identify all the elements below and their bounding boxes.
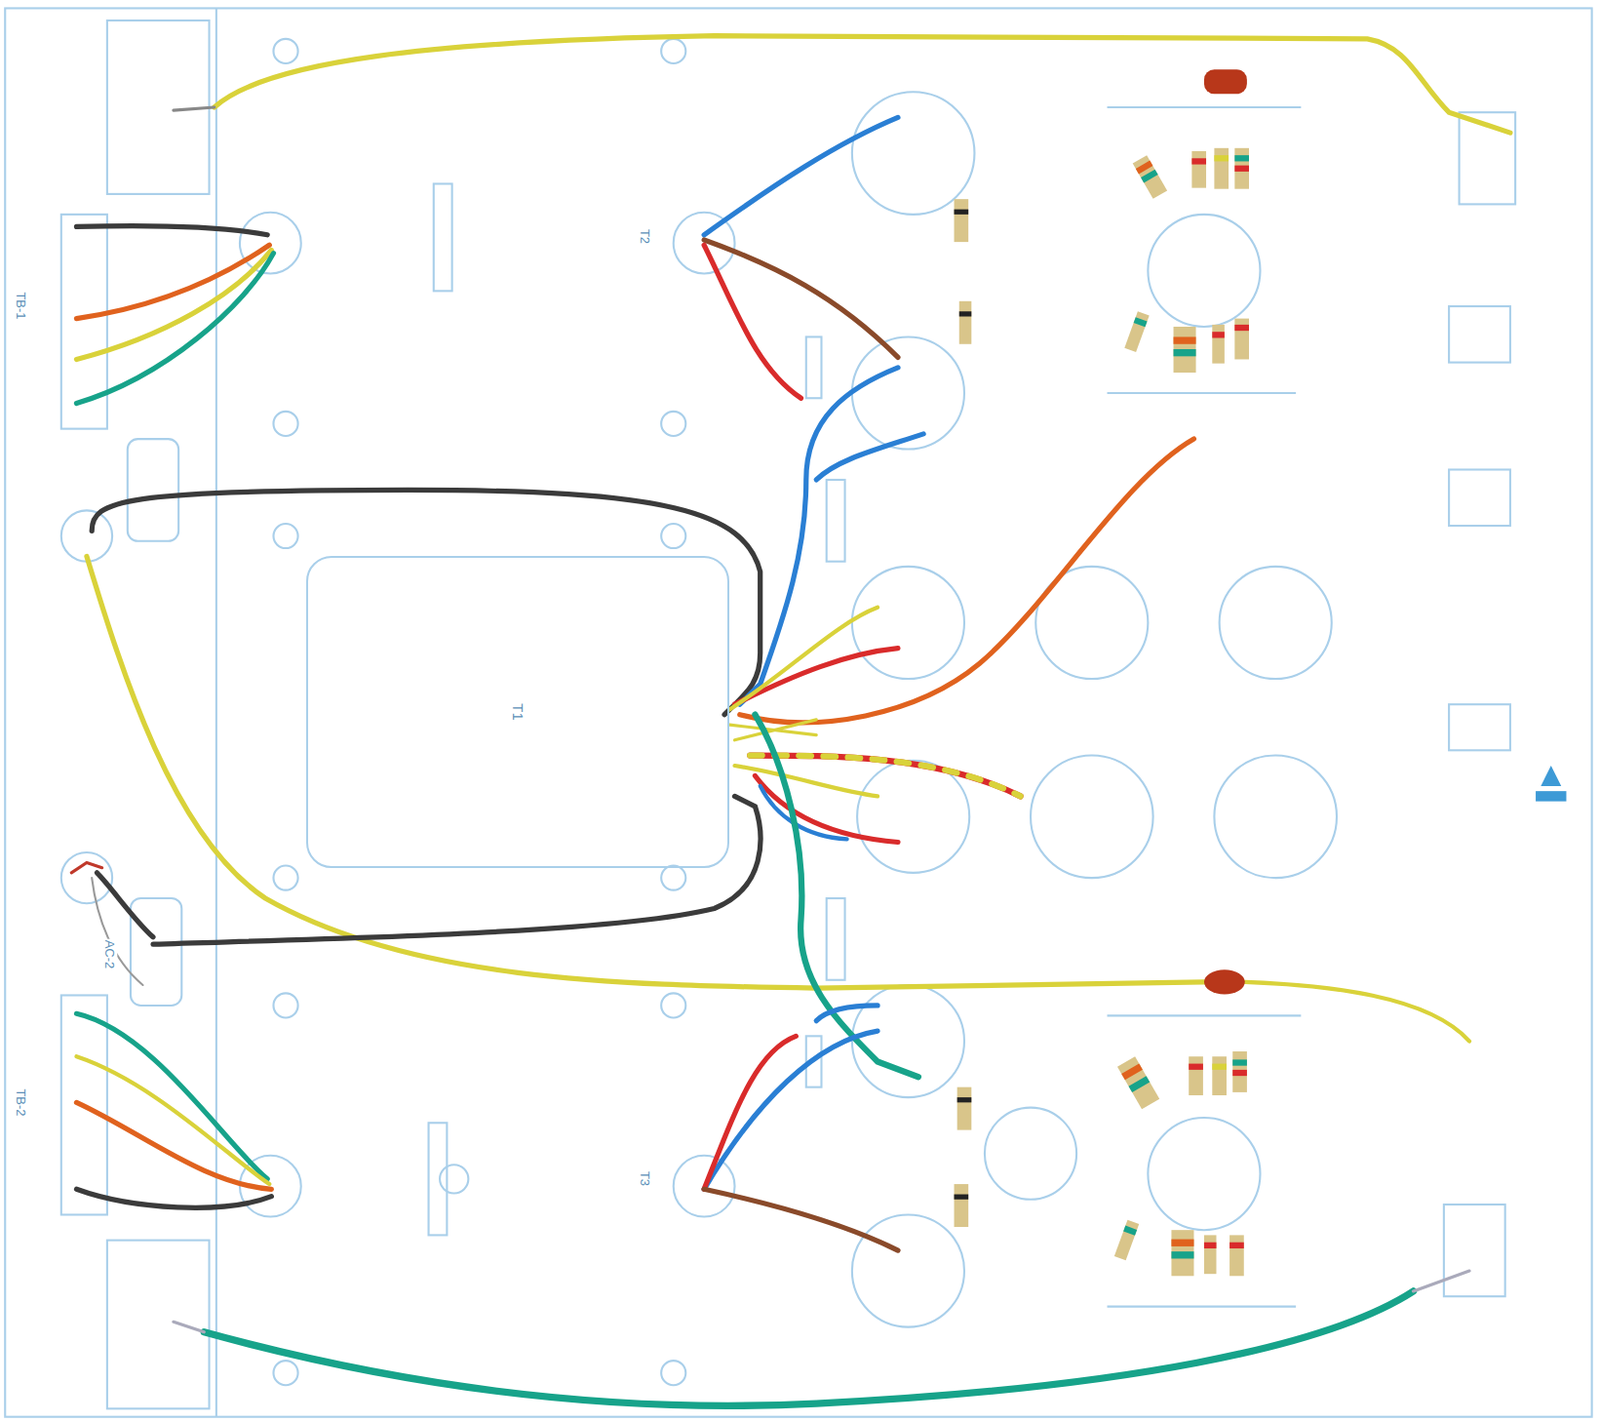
part-label: AC-2	[103, 938, 118, 971]
part-label: TB-2	[12, 1087, 28, 1117]
part-label: T2	[637, 228, 653, 245]
transformer-outline: T1	[306, 555, 730, 867]
part-label: TB-1	[12, 291, 28, 321]
part-label: T3	[637, 1170, 653, 1187]
part-label: T1	[509, 702, 527, 721]
